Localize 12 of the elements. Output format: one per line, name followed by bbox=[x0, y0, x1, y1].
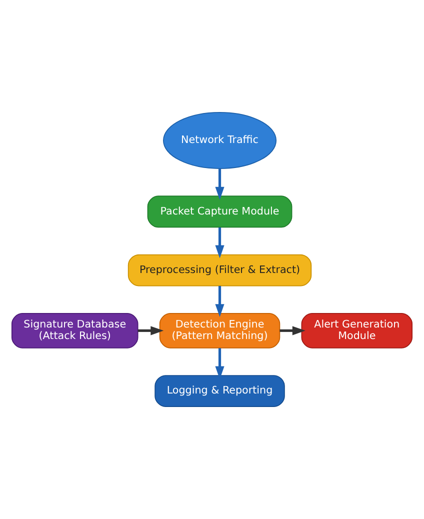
arrow bbox=[215, 286, 224, 318]
node-box: Preprocessing (Filter & Extract) bbox=[128, 254, 312, 286]
node-box: Signature Database (Attack Rules) bbox=[11, 312, 138, 348]
node-ellipse: Network Traffic bbox=[163, 112, 277, 169]
arrow bbox=[215, 227, 224, 258]
node-box: Detection Engine (Pattern Matching) bbox=[159, 312, 280, 348]
node-box: Packet Capture Module bbox=[147, 196, 292, 228]
node-box: Logging & Reporting bbox=[154, 375, 285, 407]
arrow bbox=[215, 168, 224, 200]
arrow bbox=[138, 326, 164, 336]
node-box: Alert Generation Module bbox=[301, 312, 413, 348]
arrow bbox=[280, 326, 306, 336]
